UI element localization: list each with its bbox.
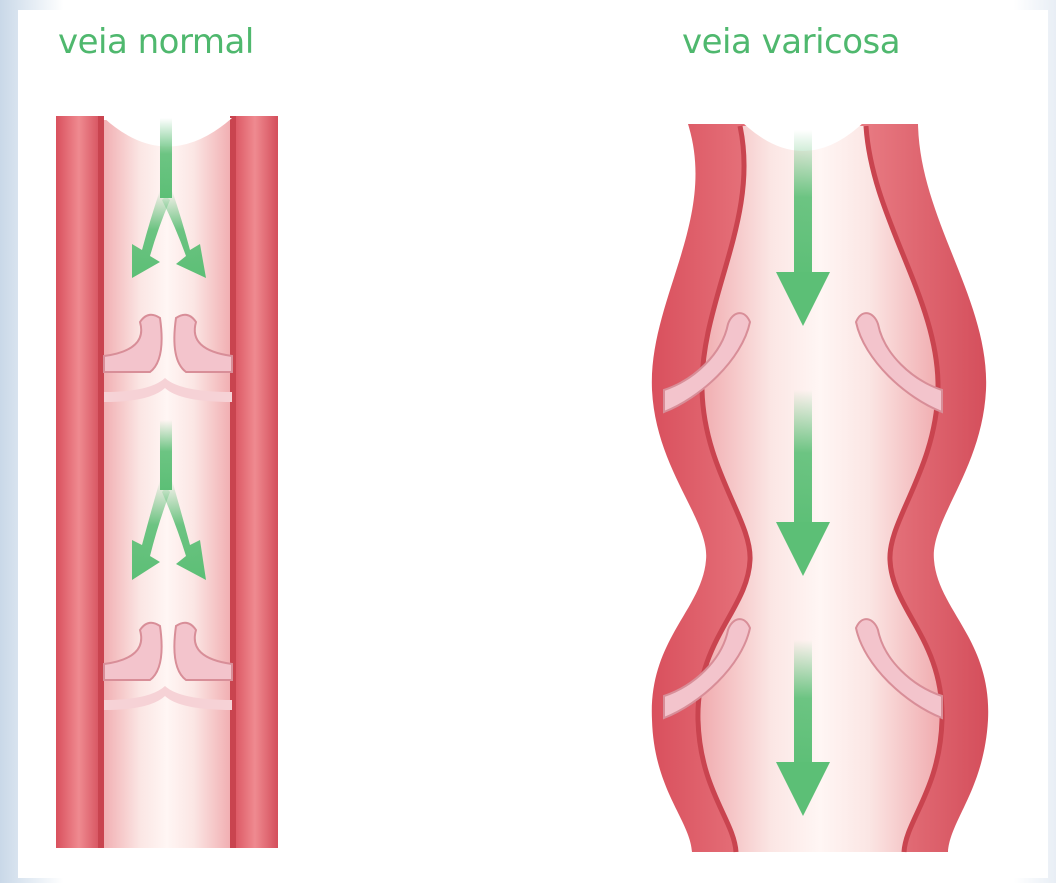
normal-vein xyxy=(56,116,278,848)
varicose-vein xyxy=(652,122,988,852)
normal-vein-left-wall xyxy=(56,116,104,848)
normal-vein-right-wall xyxy=(230,116,278,848)
